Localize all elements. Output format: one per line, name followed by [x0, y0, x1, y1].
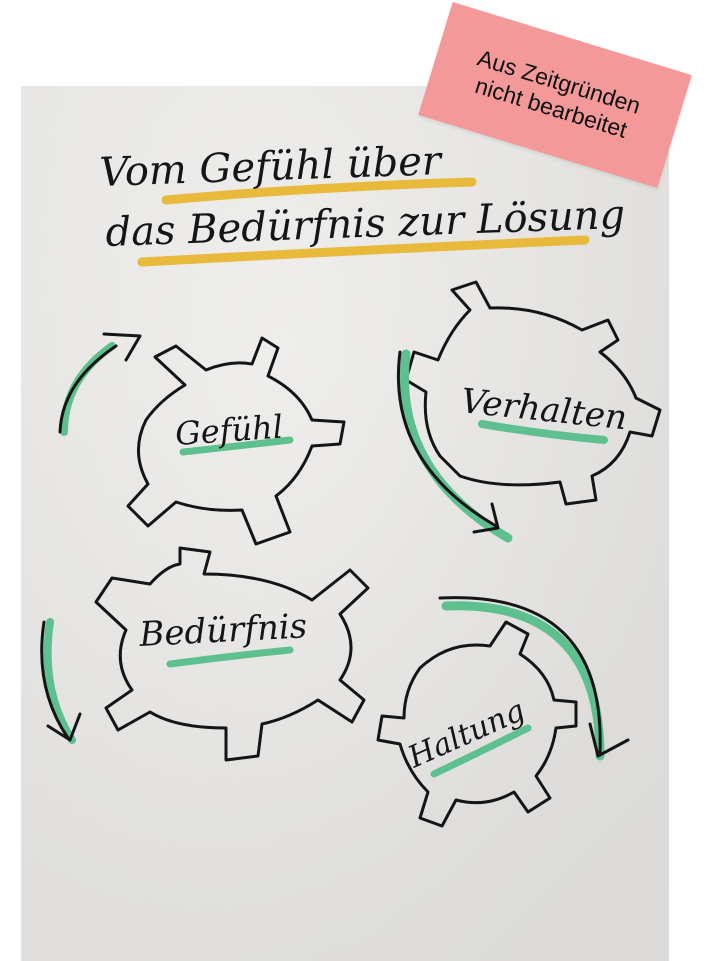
gear-beduerfnis-label: Bedürfnis — [137, 606, 308, 655]
paper-shading — [21, 86, 669, 961]
arrow-bottomright-green — [441, 601, 605, 761]
gear-gefuehl-label: Gefühl — [174, 408, 284, 453]
arrow-bottomleft-green — [43, 618, 76, 744]
beduerfnis-underline — [166, 646, 294, 668]
title-underline-2 — [137, 235, 590, 267]
arrow-bottomright — [438, 596, 630, 758]
gear-verhalten — [404, 280, 662, 506]
gear-haltung — [376, 620, 578, 828]
title-underline-1 — [161, 177, 477, 205]
gear-gefuehl — [126, 336, 346, 546]
arrow-bottomleft — [40, 620, 82, 742]
flipchart-paper — [21, 86, 669, 961]
arrow-topright-green — [400, 349, 513, 543]
arrow-topright — [396, 350, 500, 534]
haltung-underline — [430, 724, 532, 778]
verhalten-underline — [478, 420, 608, 444]
gear-verhalten-label: Verhalten — [459, 381, 629, 438]
arrow-topleft — [58, 332, 142, 434]
gefuehl-underline — [179, 436, 294, 456]
gear-beduerfnis — [94, 546, 370, 762]
